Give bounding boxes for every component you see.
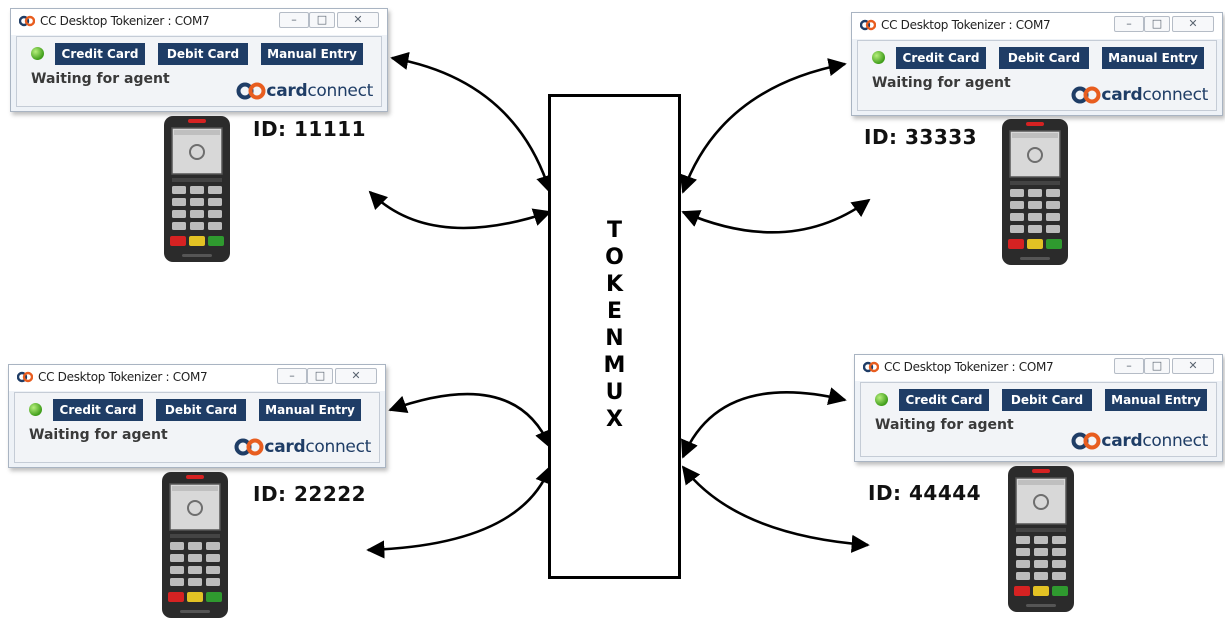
debit-card-button[interactable]: Debit Card — [999, 47, 1089, 69]
tokenmux-letter: M — [603, 353, 626, 378]
tokenizer-window-4: CC Desktop Tokenizer : COM7 – □ ✕ Credit… — [854, 354, 1223, 462]
card-terminal-icon — [164, 116, 230, 262]
logo-text-light: connect — [1142, 85, 1208, 105]
window-title: CC Desktop Tokenizer : COM7 — [40, 14, 210, 28]
window-body: Credit Card Debit Card Manual Entry Wait… — [14, 392, 380, 463]
cardconnect-logo-icon — [236, 82, 266, 100]
credit-card-button[interactable]: Credit Card — [899, 389, 989, 411]
arrow-terminal-3 — [366, 465, 553, 559]
debit-card-button[interactable]: Debit Card — [1002, 389, 1092, 411]
minimize-icon[interactable]: – — [279, 12, 309, 28]
window-titlebar[interactable]: CC Desktop Tokenizer : COM7 – □ ✕ — [11, 9, 387, 35]
credit-card-button[interactable]: Credit Card — [53, 399, 143, 421]
agent-status-text: Waiting for agent — [872, 75, 1011, 91]
arrow-window-2 — [679, 58, 847, 194]
window-titlebar[interactable]: CC Desktop Tokenizer : COM7 – □ ✕ — [855, 355, 1222, 381]
tokenmux-letter: X — [606, 407, 623, 432]
window-titlebar[interactable]: CC Desktop Tokenizer : COM7 – □ ✕ — [852, 13, 1222, 39]
maximize-icon[interactable]: □ — [307, 368, 333, 384]
arrow-window-3 — [388, 392, 552, 449]
tokenmux-letter: E — [606, 299, 623, 324]
card-terminal-icon — [1008, 466, 1074, 612]
credit-card-button[interactable]: Credit Card — [55, 43, 145, 65]
tokenmux-box: T O K E N M U X — [548, 94, 681, 579]
tokenmux-letter: T — [606, 218, 622, 243]
window-title: CC Desktop Tokenizer : COM7 — [881, 18, 1051, 32]
card-terminal-icon — [1002, 119, 1068, 265]
cardconnect-logo: cardconnect — [236, 80, 373, 102]
agent-status-text: Waiting for agent — [29, 427, 168, 443]
tokenmux-letter: O — [605, 245, 624, 270]
arrow-window-4 — [681, 387, 847, 459]
credit-card-button[interactable]: Credit Card — [896, 47, 986, 69]
arrow-window-1 — [390, 51, 554, 194]
maximize-icon[interactable]: □ — [1144, 16, 1170, 32]
tokenmux-letter: N — [605, 326, 624, 351]
manual-entry-button[interactable]: Manual Entry — [1105, 389, 1207, 411]
window-title: CC Desktop Tokenizer : COM7 — [38, 370, 208, 384]
close-icon[interactable]: ✕ — [335, 368, 377, 384]
tokenizer-window-3: CC Desktop Tokenizer : COM7 – □ ✕ Credit… — [8, 364, 386, 468]
cardconnect-logo-icon — [234, 438, 264, 456]
maximize-icon[interactable]: □ — [1144, 358, 1170, 374]
logo-text-light: connect — [305, 437, 371, 457]
minimize-icon[interactable]: – — [1114, 16, 1144, 32]
card-terminal-icon — [162, 472, 228, 618]
window-body: Credit Card Debit Card Manual Entry Wait… — [860, 382, 1217, 457]
close-icon[interactable]: ✕ — [1172, 16, 1214, 32]
cardconnect-logo: cardconnect — [1071, 430, 1208, 452]
device-id-label: ID: 44444 — [868, 481, 982, 505]
debit-card-button[interactable]: Debit Card — [158, 43, 248, 65]
minimize-icon[interactable]: – — [1114, 358, 1144, 374]
cardconnect-logo: cardconnect — [1071, 84, 1208, 106]
window-titlebar[interactable]: CC Desktop Tokenizer : COM7 – □ ✕ — [9, 365, 385, 391]
agent-status-text: Waiting for agent — [875, 417, 1014, 433]
debit-card-button[interactable]: Debit Card — [156, 399, 246, 421]
status-indicator-icon — [29, 403, 42, 416]
device-id-label: ID: 22222 — [253, 482, 367, 506]
tokenmux-label: T O K E N M U X — [551, 217, 678, 433]
manual-entry-button[interactable]: Manual Entry — [1102, 47, 1204, 69]
cardconnect-app-icon — [863, 361, 879, 373]
cardconnect-app-icon — [17, 371, 33, 383]
tokenmux-letter: U — [605, 380, 624, 405]
manual-entry-button[interactable]: Manual Entry — [261, 43, 363, 65]
logo-text-bold: card — [1101, 431, 1143, 451]
tokenizer-window-2: CC Desktop Tokenizer : COM7 – □ ✕ Credit… — [851, 12, 1223, 116]
device-id-label: ID: 33333 — [864, 125, 978, 149]
arrow-terminal-1 — [368, 190, 552, 230]
cardconnect-app-icon — [860, 19, 876, 31]
maximize-icon[interactable]: □ — [309, 12, 335, 28]
status-indicator-icon — [872, 51, 885, 64]
status-indicator-icon — [31, 47, 44, 60]
tokenizer-window-1: CC Desktop Tokenizer : COM7 – □ ✕ Credit… — [10, 8, 388, 112]
cardconnect-app-icon — [19, 15, 35, 27]
logo-text-bold: card — [1101, 85, 1143, 105]
logo-text-bold: card — [266, 81, 308, 101]
cardconnect-logo: cardconnect — [234, 436, 371, 458]
status-indicator-icon — [875, 393, 888, 406]
window-body: Credit Card Debit Card Manual Entry Wait… — [857, 40, 1217, 111]
cardconnect-logo-icon — [1071, 86, 1101, 104]
agent-status-text: Waiting for agent — [31, 71, 170, 87]
window-title: CC Desktop Tokenizer : COM7 — [884, 360, 1054, 374]
minimize-icon[interactable]: – — [277, 368, 307, 384]
device-id-label: ID: 11111 — [253, 117, 367, 141]
logo-text-light: connect — [307, 81, 373, 101]
logo-text-light: connect — [1142, 431, 1208, 451]
logo-text-bold: card — [264, 437, 306, 457]
close-icon[interactable]: ✕ — [1172, 358, 1214, 374]
arrow-terminal-4 — [681, 465, 870, 553]
close-icon[interactable]: ✕ — [337, 12, 379, 28]
cardconnect-logo-icon — [1071, 432, 1101, 450]
tokenmux-letter: K — [605, 272, 624, 297]
arrow-terminal-2 — [681, 198, 871, 234]
manual-entry-button[interactable]: Manual Entry — [259, 399, 361, 421]
window-body: Credit Card Debit Card Manual Entry Wait… — [16, 36, 382, 107]
